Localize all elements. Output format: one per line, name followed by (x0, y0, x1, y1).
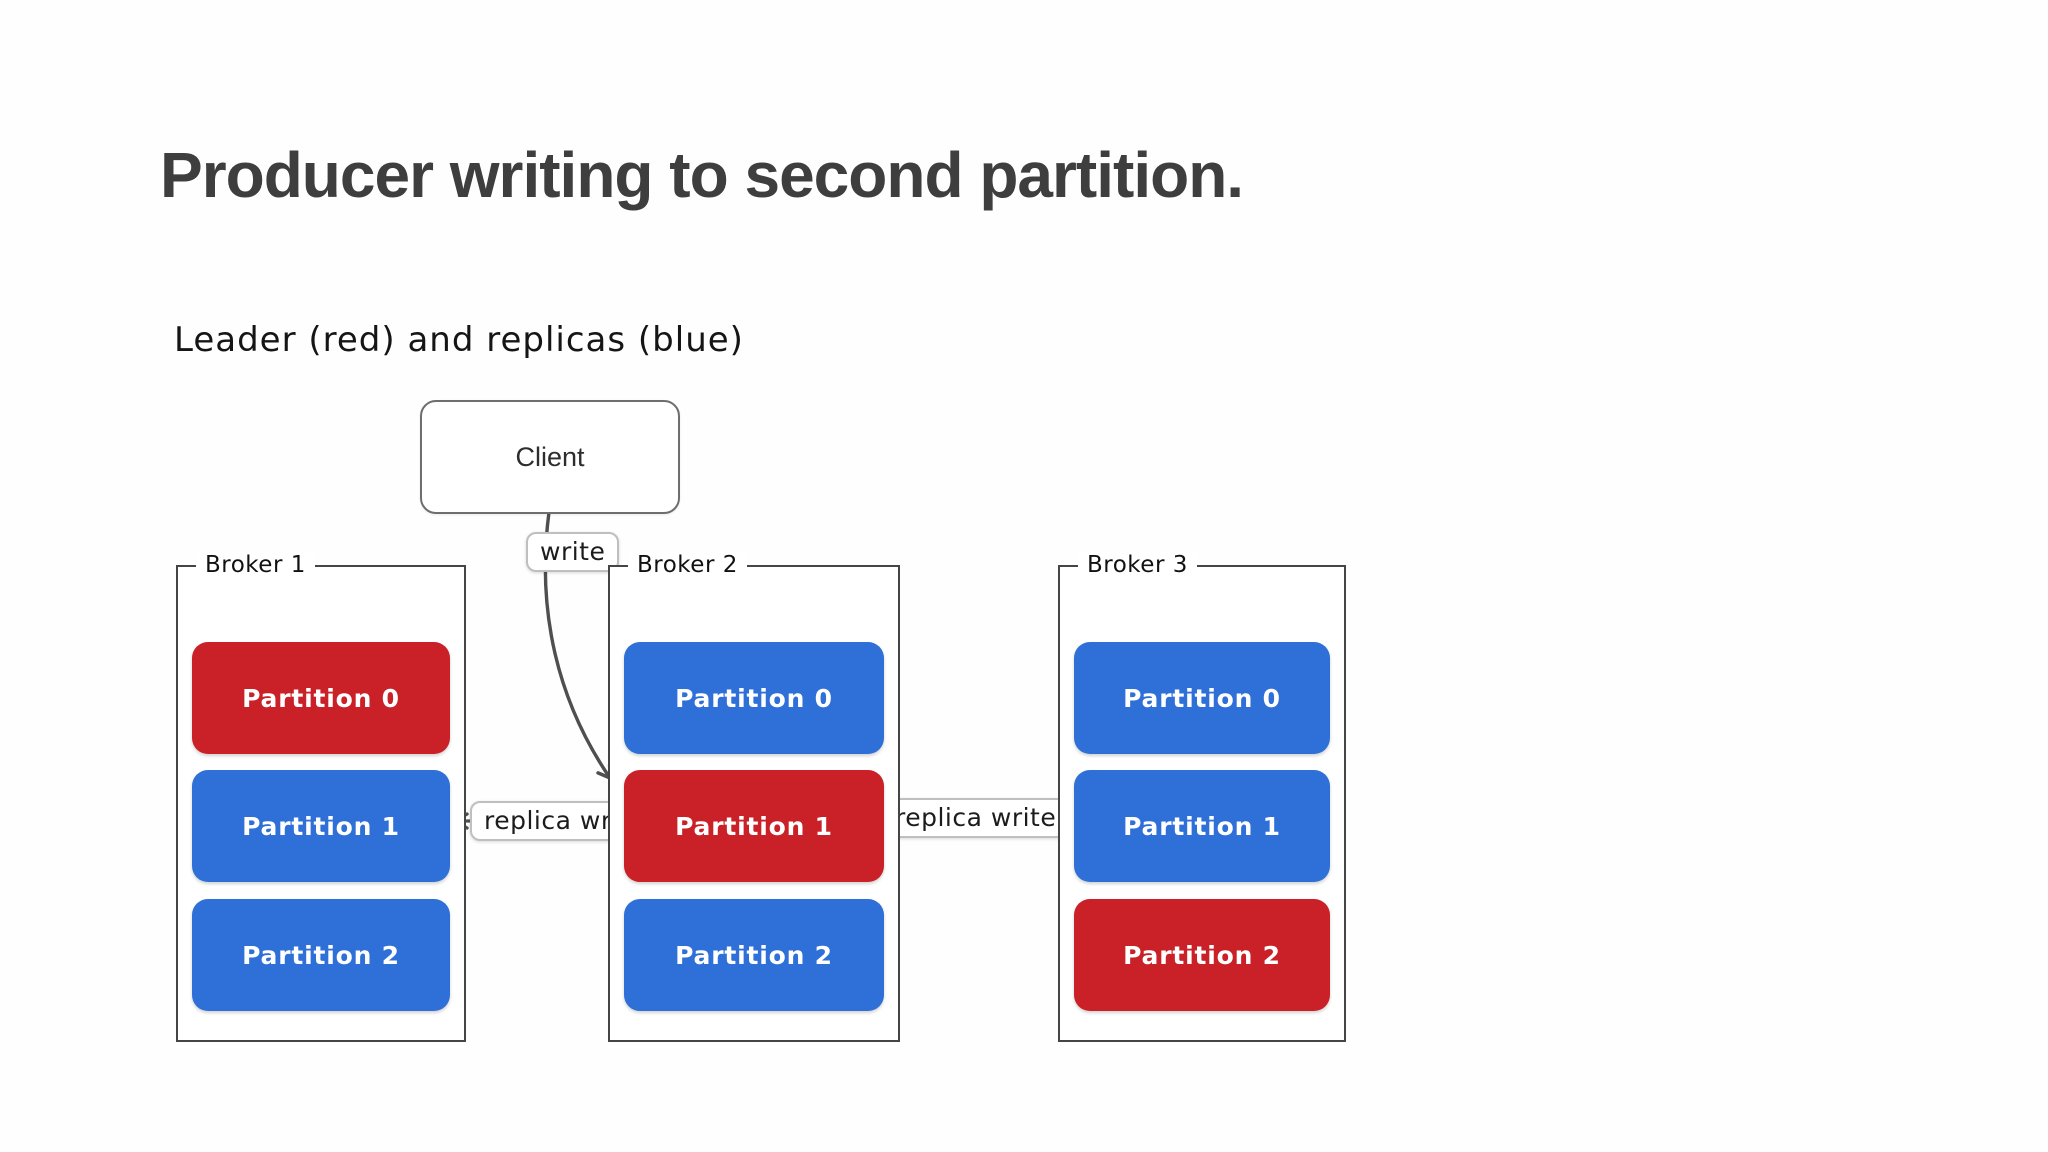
replica-write-right-label: replica write (881, 798, 1071, 838)
partition-label: Partition 1 (675, 811, 833, 841)
broker-1-partition-2: Partition 2 (192, 899, 450, 1011)
partition-label: Partition 2 (675, 940, 833, 970)
diagram-subtitle: Leader (red) and replicas (blue) (174, 320, 744, 360)
broker-3-box: Broker 3 Partition 0 Partition 1 Partiti… (1058, 551, 1346, 1042)
broker-1-box: Broker 1 Partition 0 Partition 1 Partiti… (176, 551, 466, 1042)
broker-1-partition-1: Partition 1 (192, 770, 450, 882)
broker-2-partition-0: Partition 0 (624, 642, 884, 754)
partition-label: Partition 0 (242, 683, 400, 713)
broker-3-partition-1: Partition 1 (1074, 770, 1330, 882)
client-label: Client (515, 441, 585, 472)
broker-3-label: Broker 3 (1078, 551, 1197, 581)
broker-1-label: Broker 1 (196, 551, 315, 581)
broker-3-partition-2: Partition 2 (1074, 899, 1330, 1011)
partition-label: Partition 0 (675, 683, 833, 713)
partition-label: Partition 2 (1123, 940, 1281, 970)
broker-1-partition-0: Partition 0 (192, 642, 450, 754)
broker-2-label: Broker 2 (628, 551, 747, 581)
broker-2-partition-1: Partition 1 (624, 770, 884, 882)
partition-label: Partition 0 (1123, 683, 1281, 713)
page-title: Producer writing to second partition. (160, 139, 1244, 211)
broker-2-partition-2: Partition 2 (624, 899, 884, 1011)
client-node: Client (420, 400, 680, 514)
partition-label: Partition 2 (242, 940, 400, 970)
partition-label: Partition 1 (1123, 811, 1281, 841)
broker-3-partition-0: Partition 0 (1074, 642, 1330, 754)
broker-2-box: Broker 2 Partition 0 Partition 1 Partiti… (608, 551, 900, 1042)
partition-label: Partition 1 (242, 811, 400, 841)
write-arrow-label: write (526, 532, 620, 572)
